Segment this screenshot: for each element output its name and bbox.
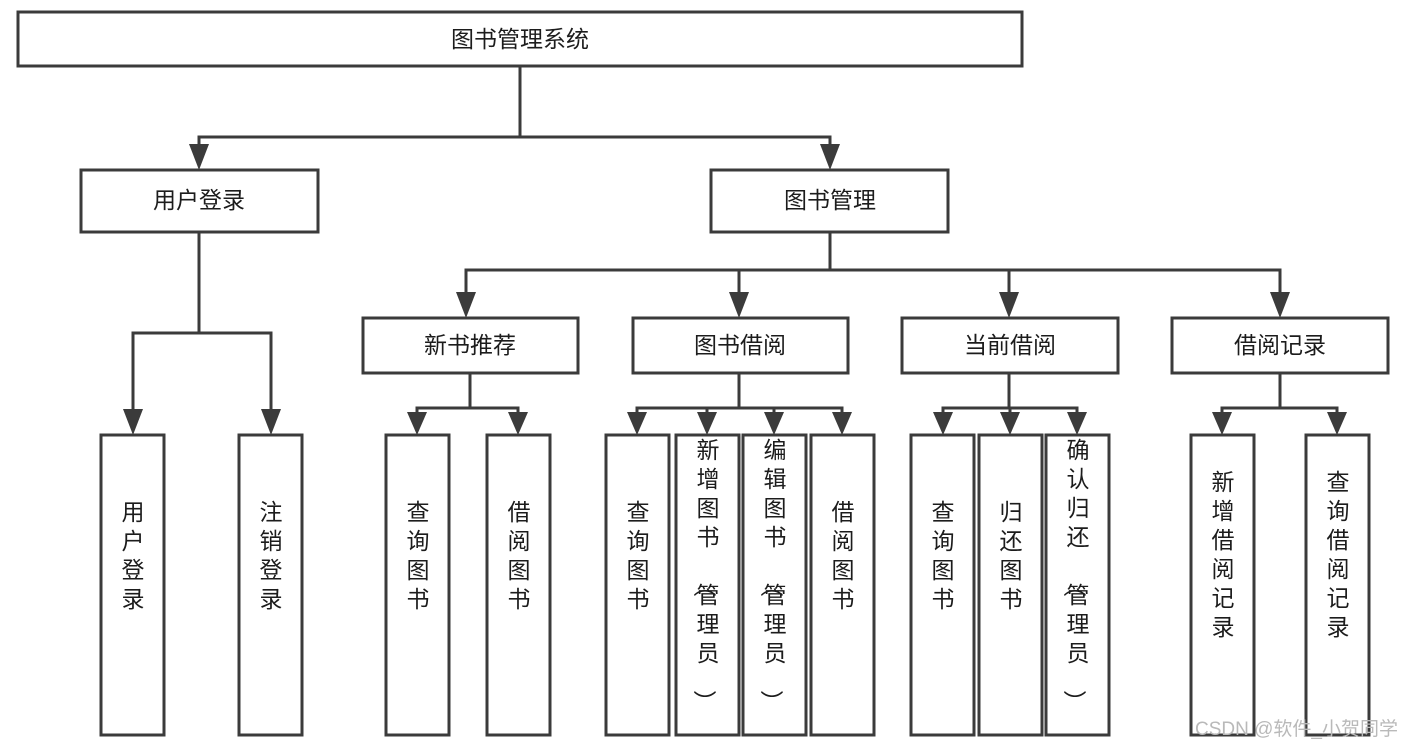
node-current-borrow-box[interactable] xyxy=(900,316,1120,375)
arrow-head-leaf-query-book-1 xyxy=(407,412,427,435)
arrow-head-leaf-query-book-3 xyxy=(933,412,953,435)
leaf-add-record-box[interactable] xyxy=(1189,433,1256,737)
leaf-query-book-3-box[interactable] xyxy=(909,433,976,737)
node-book-manage[interactable]: 图书管理 xyxy=(709,168,950,234)
arrow-head-borrow-record xyxy=(1270,292,1290,318)
leaf-query-book-1-box[interactable] xyxy=(384,433,451,737)
node-root-label: 图书管理系统 xyxy=(451,26,589,52)
leaf-add-record-label: 新增借阅记录 xyxy=(1212,469,1235,640)
node-new-book-recommend[interactable]: 新书推荐 xyxy=(361,316,580,375)
arrow-head-leaf-query-book-2 xyxy=(627,412,647,435)
leaf-user-logout-label: 注销登录 xyxy=(260,499,283,612)
leaf-query-book-1-label: 查询图书 xyxy=(407,499,430,612)
leaf-add-book[interactable]: 新增图书（管理员） xyxy=(674,433,741,737)
leaf-borrow-book-2[interactable]: 借阅图书 xyxy=(809,433,876,737)
arrow-head-leaf-user-logout xyxy=(261,409,281,435)
csdn-watermark: CSDN @软件_小贺同学 xyxy=(1195,718,1398,740)
node-new-book-recommend-label: 新书推荐 xyxy=(424,332,516,358)
leaf-return-book-label: 归还图书 xyxy=(1000,499,1023,612)
node-current-borrow-label: 当前借阅 xyxy=(964,332,1056,358)
leaf-query-record[interactable]: 查询借阅记录 xyxy=(1304,433,1371,737)
leaf-borrow-book-2-label: 借阅图书 xyxy=(832,499,855,612)
arrow-head-leaf-borrow-book-1 xyxy=(508,412,528,435)
leaf-return-book-box[interactable] xyxy=(977,433,1044,737)
leaf-user-logout[interactable]: 注销登录 xyxy=(237,433,304,737)
arrow-head-leaf-add-book xyxy=(697,412,717,435)
arrow-head-book-borrow xyxy=(729,292,749,318)
arrow-head-leaf-confirm-return xyxy=(1067,412,1087,435)
node-current-borrow[interactable]: 当前借阅 xyxy=(900,316,1120,375)
leaf-add-book-label: 新增图书（管理员） xyxy=(692,437,720,713)
arrow-head-book-manage xyxy=(820,144,840,170)
node-borrow-record[interactable]: 借阅记录 xyxy=(1170,316,1390,375)
arrow-head-leaf-add-record xyxy=(1212,412,1232,435)
node-user-login-box[interactable] xyxy=(79,168,320,234)
leaf-borrow-book-1-label: 借阅图书 xyxy=(508,499,531,612)
node-new-book-recommend-box[interactable] xyxy=(361,316,580,375)
arrow-head-leaf-return-book xyxy=(1000,412,1020,435)
arrow-head-leaf-edit-book xyxy=(764,412,784,435)
leaf-user-logout-box[interactable] xyxy=(237,433,304,737)
leaf-edit-book-box[interactable] xyxy=(741,433,808,737)
node-book-borrow-box[interactable] xyxy=(631,316,850,375)
leaf-user-login-box[interactable] xyxy=(99,433,166,737)
leaf-user-login-label: 用户登录 xyxy=(122,499,145,612)
leaf-query-record-label: 查询借阅记录 xyxy=(1327,469,1350,640)
leaf-query-book-2[interactable]: 查询图书 xyxy=(604,433,671,737)
arrow-head-leaf-query-record xyxy=(1327,412,1347,435)
node-book-borrow[interactable]: 图书借阅 xyxy=(631,316,850,375)
arrow-head-user-login xyxy=(189,144,209,170)
leaf-borrow-book-2-box[interactable] xyxy=(809,433,876,737)
leaf-borrow-book-1[interactable]: 借阅图书 xyxy=(485,433,552,737)
node-user-login[interactable]: 用户登录 xyxy=(79,168,320,234)
arrow-head-leaf-borrow-book-2 xyxy=(832,412,852,435)
leaf-query-book-2-label: 查询图书 xyxy=(627,499,650,612)
node-root[interactable]: 图书管理系统 xyxy=(16,10,1024,68)
leaf-add-book-box[interactable] xyxy=(674,433,741,737)
arrow-head-leaf-user-login xyxy=(123,409,143,435)
leaf-confirm-return-box[interactable] xyxy=(1044,433,1111,737)
node-book-borrow-label: 图书借阅 xyxy=(694,332,786,358)
node-borrow-record-label: 借阅记录 xyxy=(1234,332,1326,358)
node-book-manage-label: 图书管理 xyxy=(784,187,876,213)
node-book-manage-box[interactable] xyxy=(709,168,950,234)
arrow-head-current-borrow xyxy=(999,292,1019,318)
connector-group xyxy=(123,64,1347,435)
leaf-query-book-3-label: 查询图书 xyxy=(932,499,955,612)
leaf-query-book-2-box[interactable] xyxy=(604,433,671,737)
leaf-query-book-3[interactable]: 查询图书 xyxy=(909,433,976,737)
leaf-user-login[interactable]: 用户登录 xyxy=(99,433,166,737)
leaf-return-book[interactable]: 归还图书 xyxy=(977,433,1044,737)
leaf-borrow-book-1-box[interactable] xyxy=(485,433,552,737)
arrow-head-new-book-recommend xyxy=(456,292,476,318)
leaf-edit-book-label: 编辑图书（管理员） xyxy=(759,437,787,713)
leaf-confirm-return[interactable]: 确认归还（管理员） xyxy=(1044,433,1111,737)
node-borrow-record-box[interactable] xyxy=(1170,316,1390,375)
leaf-edit-book[interactable]: 编辑图书（管理员） xyxy=(741,433,808,737)
node-user-login-label: 用户登录 xyxy=(153,187,245,213)
leaf-confirm-return-label: 确认归还（管理员） xyxy=(1062,437,1090,713)
leaf-query-book-1[interactable]: 查询图书 xyxy=(384,433,451,737)
node-root-box[interactable] xyxy=(16,10,1024,68)
leaf-query-record-box[interactable] xyxy=(1304,433,1371,737)
leaf-add-record[interactable]: 新增借阅记录 xyxy=(1189,433,1256,737)
